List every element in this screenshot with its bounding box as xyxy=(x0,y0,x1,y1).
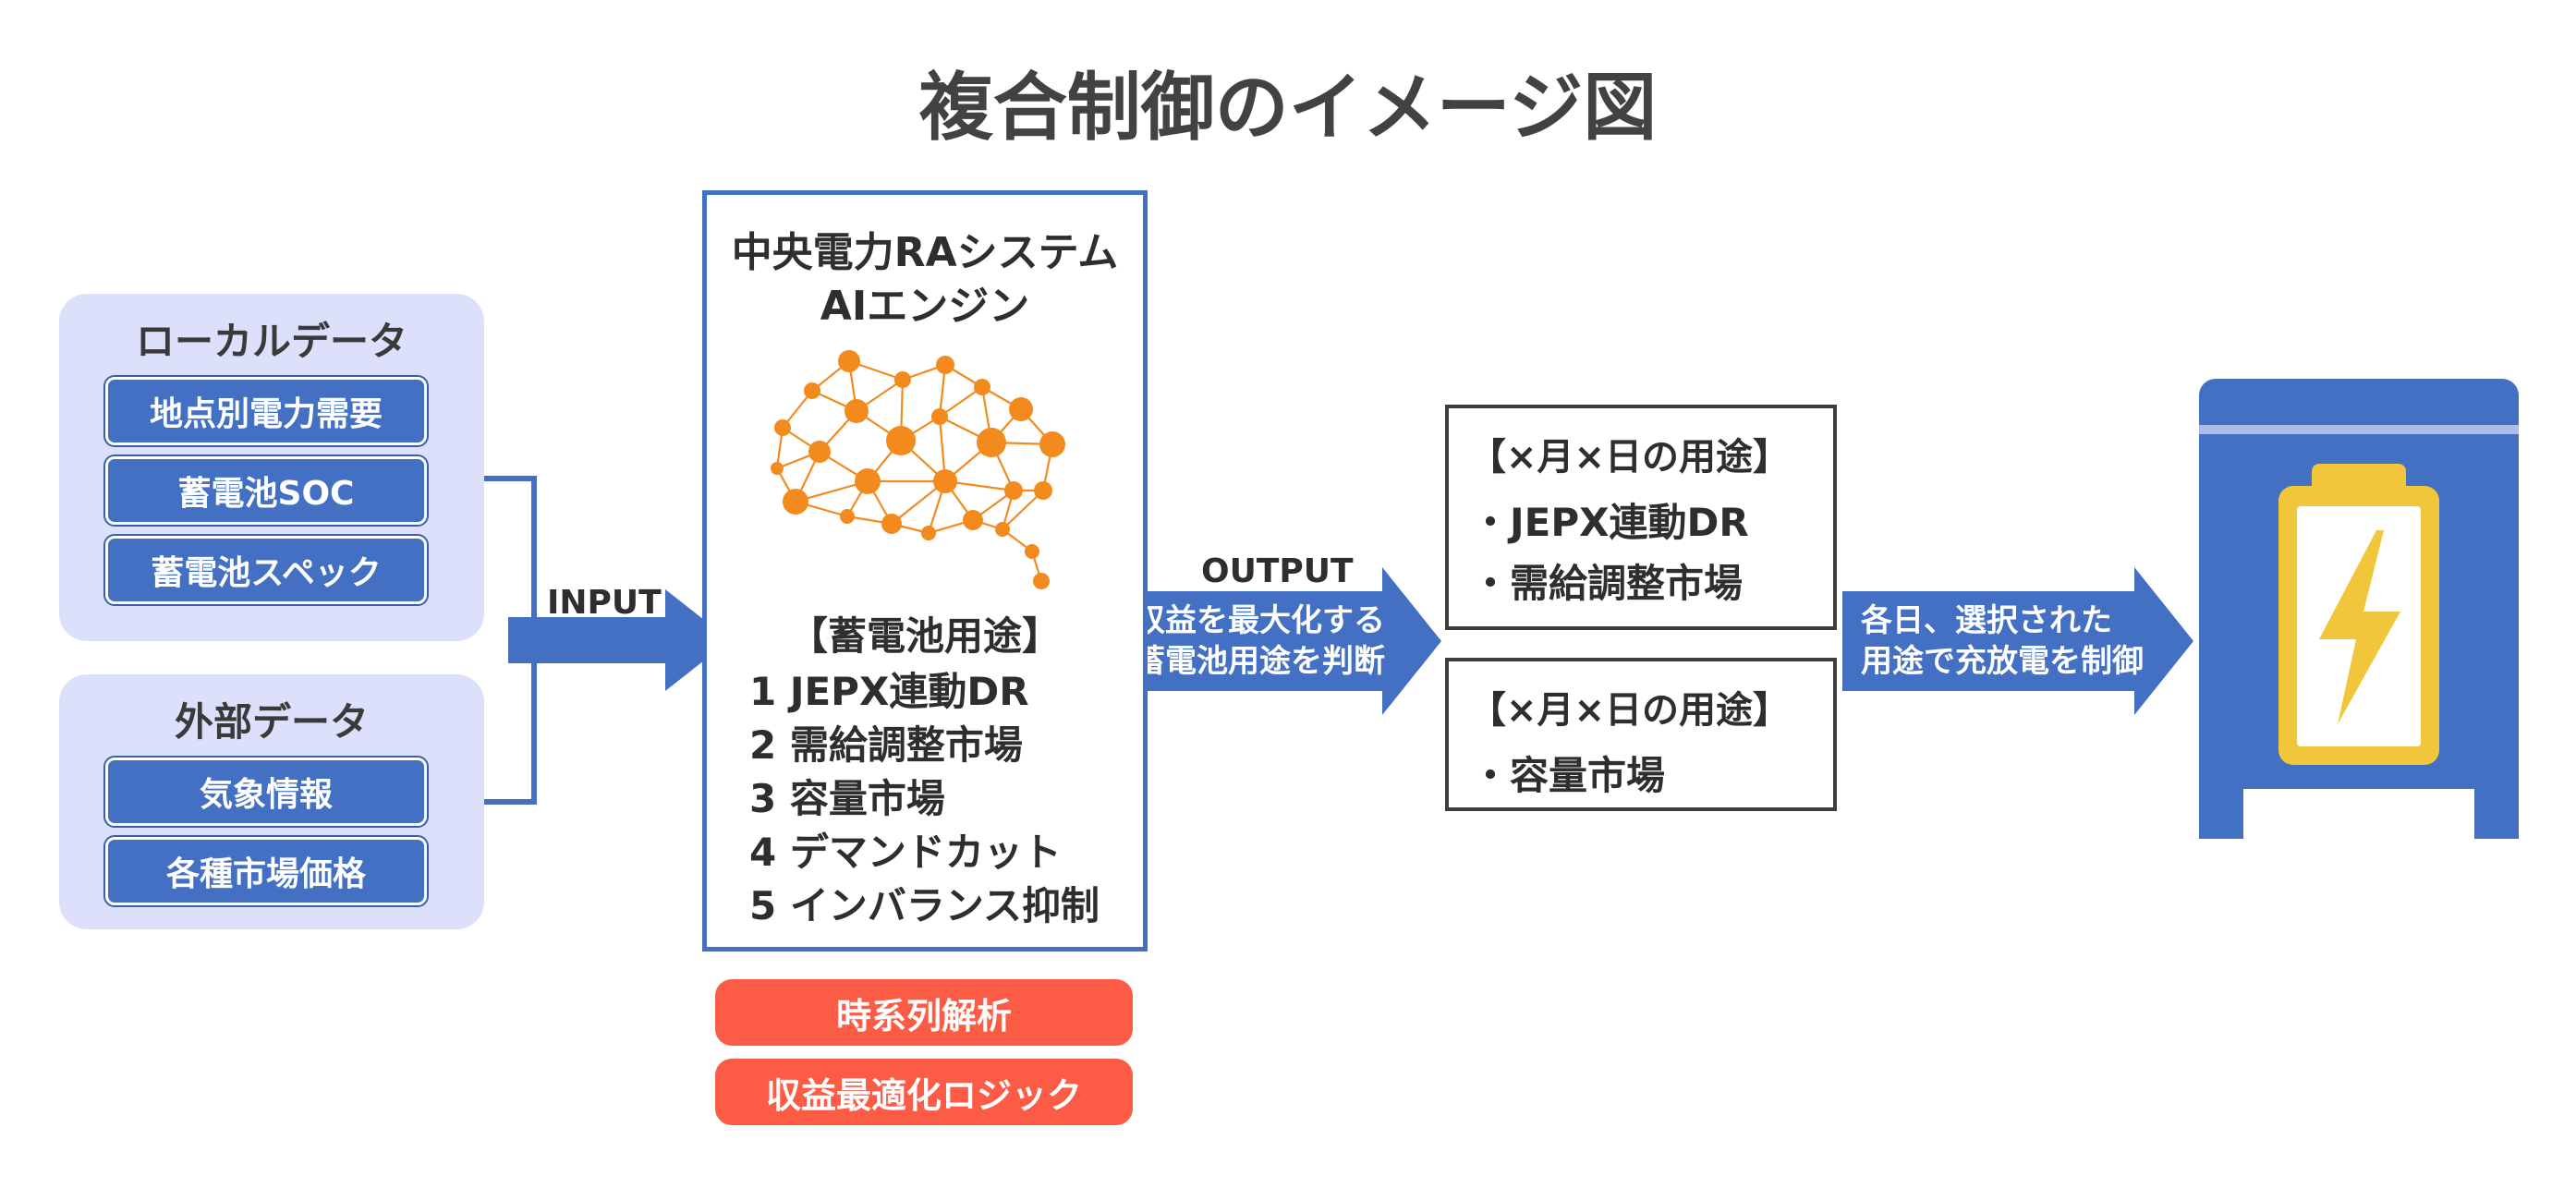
local-data-item: 蓄電池SOC xyxy=(105,456,427,525)
list-item: 4 デマンドカット xyxy=(749,830,1062,875)
list-item: ・需給調整市場 xyxy=(1471,561,1744,606)
list-item: 5 インバランス抑制 xyxy=(749,883,1100,928)
method-profit-optimization: 収益最適化ロジック xyxy=(715,1059,1133,1125)
ai-system-box: 中央電力RAシステム AIエンジン xyxy=(702,190,1148,952)
local-data-item: 地点別電力需要 xyxy=(105,377,427,445)
list-item: ・JEPX連動DR xyxy=(1471,500,1749,545)
ai-system-title: 中央電力RAシステム AIエンジン xyxy=(731,229,1119,330)
local-data-title: ローカルデータ xyxy=(135,319,407,364)
input-arrow xyxy=(508,589,730,691)
method-time-series: 時系列解析 xyxy=(715,979,1133,1046)
brain-network-icon xyxy=(771,350,1065,589)
list-item: ・容量市場 xyxy=(1471,753,1666,798)
uses-heading: 【蓄電池用途】 xyxy=(788,613,1061,659)
output-label: OUTPUT xyxy=(1201,552,1354,590)
local-data-panel: ローカルデータ 地点別電力需要 蓄電池SOC 蓄電池スペック xyxy=(59,294,484,641)
uses-list: 1 JEPX連動DR 2 需給調整市場 3 容量市場 4 デマンドカット 5 イ… xyxy=(749,661,1100,928)
lightning-bolt-icon xyxy=(2319,530,2400,724)
output-box-2: 【×月×日の用途】 ・容量市場 xyxy=(1445,658,1837,811)
output-arrow xyxy=(1125,567,1441,715)
external-data-title: 外部データ xyxy=(174,699,369,745)
output-box-2-heading: 【×月×日の用途】 xyxy=(1469,689,1791,732)
list-item: 2 需給調整市場 xyxy=(749,722,1023,768)
control-arrow-text: 各日、選択された 用途で充放電を制御 xyxy=(1861,602,2144,680)
output-arrow-text: 収益を最大化する 蓄電池用途を判断 xyxy=(1134,602,1385,680)
external-data-item: 各種市場価格 xyxy=(105,837,427,905)
page-title: 複合制御のイメージ図 xyxy=(918,65,1658,151)
battery-storage-icon xyxy=(2199,379,2519,839)
local-data-item: 蓄電池スペック xyxy=(105,536,427,604)
list-item: 3 容量市場 xyxy=(749,776,945,821)
list-item: 1 JEPX連動DR xyxy=(749,669,1029,714)
output-box-1-heading: 【×月×日の用途】 xyxy=(1469,436,1791,479)
control-arrow xyxy=(1842,567,2193,715)
external-data-panel: 外部データ 気象情報 各種市場価格 xyxy=(59,674,484,929)
output-box-1: 【×月×日の用途】 ・JEPX連動DR ・需給調整市場 xyxy=(1445,405,1837,630)
external-data-item: 気象情報 xyxy=(105,758,427,826)
input-label: INPUT xyxy=(547,584,662,622)
